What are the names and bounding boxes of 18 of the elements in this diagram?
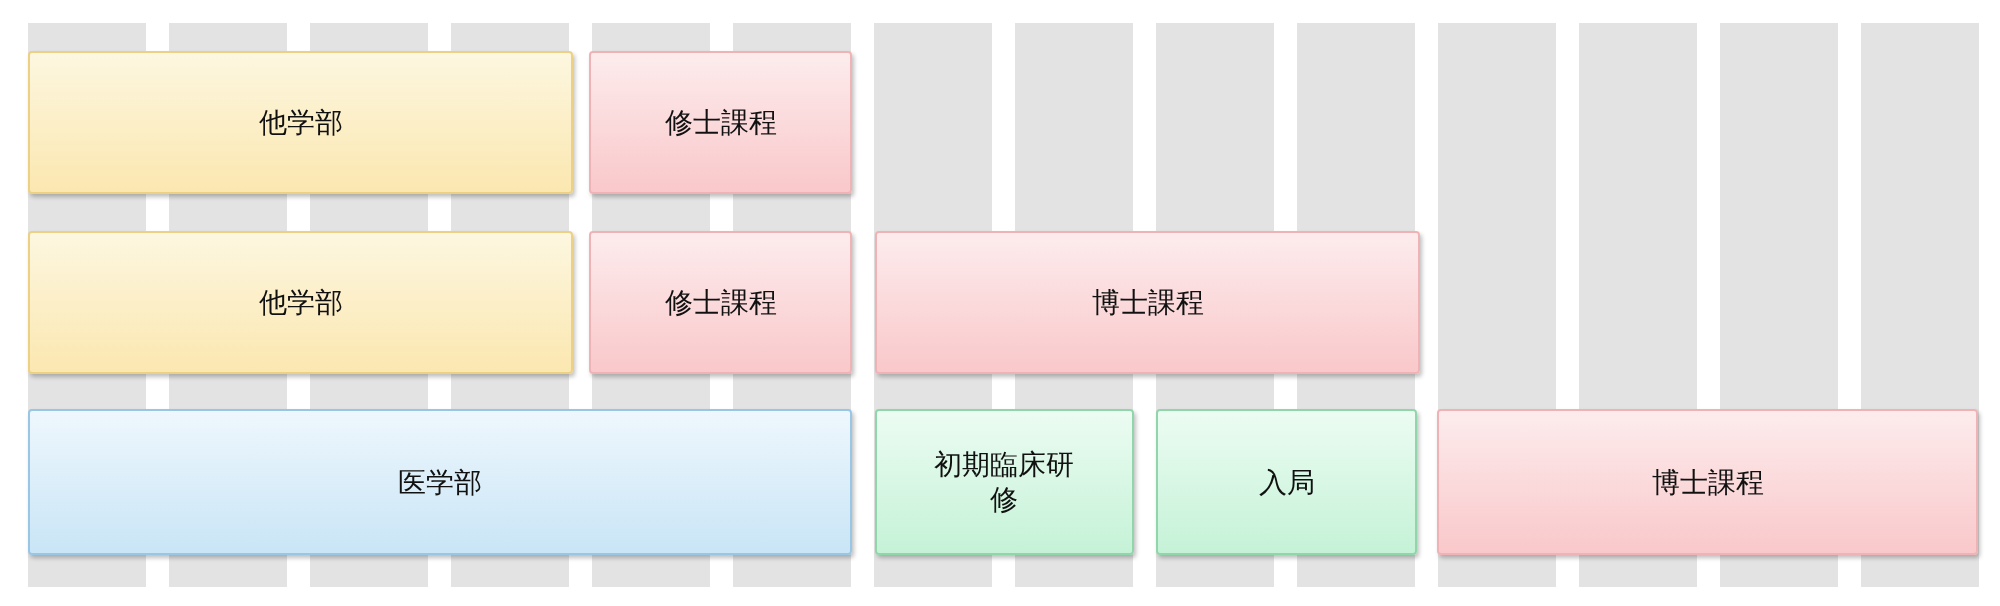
stage-label: 修士課程 (664, 285, 777, 320)
stage-label: 他学部 (258, 105, 343, 140)
stage-box (875, 231, 1420, 374)
stage-box (1156, 409, 1417, 555)
stage-box (28, 231, 573, 374)
stage-label: 初期臨床研修 (933, 447, 1076, 517)
stage-box (1437, 409, 1978, 555)
stage-label: 博士課程 (1651, 464, 1764, 500)
stage-box (589, 231, 852, 374)
stage-label: 入局 (1258, 464, 1315, 500)
stage-box (28, 51, 573, 194)
stage-box (875, 409, 1134, 555)
stage-box (589, 51, 852, 194)
stage-label: 修士課程 (664, 105, 777, 140)
stage-label: 医学部 (398, 464, 482, 500)
stage-label: 他学部 (258, 285, 343, 320)
stage-box (28, 409, 852, 555)
stage-label: 博士課程 (1091, 285, 1204, 320)
